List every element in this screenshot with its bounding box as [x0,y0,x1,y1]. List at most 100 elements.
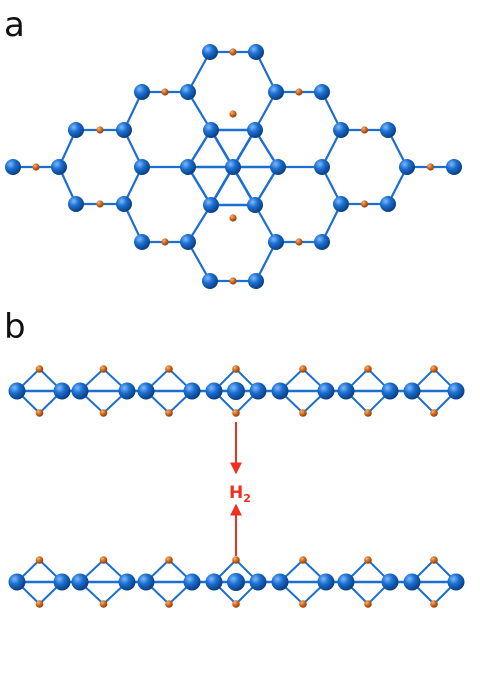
small-atom [295,88,303,96]
small-atom [229,277,237,285]
large-atom [202,273,218,289]
large-atom [53,573,71,591]
large-atom [202,44,218,60]
large-atom [317,382,335,400]
large-atom [247,122,263,138]
large-atom [118,382,136,400]
small-atom [430,600,438,608]
small-atom [99,409,108,417]
large-atom [268,84,284,100]
large-atom [317,573,335,591]
small-atom [165,409,173,417]
small-atom [161,238,169,246]
large-atom [5,159,21,175]
large-atom [314,84,330,100]
large-atom [134,159,150,175]
panel-a-top-view [5,44,462,289]
large-atom [333,196,349,212]
small-atom [430,556,438,564]
small-atom [232,600,240,608]
large-atom [180,159,196,175]
small-atom [232,365,240,373]
large-atom [227,382,245,400]
small-atom [364,556,372,564]
small-atom [299,556,307,564]
small-atom [96,200,104,208]
large-atom [227,573,245,591]
large-atom [134,84,150,100]
small-atom [232,556,240,564]
large-atom [205,573,223,591]
panel-a-label: a [4,5,25,45]
small-atom [96,126,104,134]
large-atom [203,197,219,213]
large-atom [446,159,462,175]
large-atom [249,573,267,591]
large-atom [116,196,132,212]
panel-b-label: b [4,307,26,347]
small-atom [165,556,173,564]
small-atom [165,365,173,373]
large-atom [225,159,241,175]
large-atom [399,159,415,175]
large-atom [337,382,355,400]
large-atom [333,122,349,138]
large-atom [314,234,330,250]
large-atom [137,573,155,591]
small-atom [229,48,237,56]
large-atom [180,234,196,250]
large-atom [248,44,264,60]
large-atom [71,573,89,591]
large-atom [137,382,155,400]
large-atom [8,573,26,591]
small-atom [229,214,237,222]
small-atom [99,600,108,608]
small-atom [35,600,44,608]
small-atom [99,365,108,373]
large-atom [381,382,399,400]
large-atom [68,122,84,138]
small-atom [232,409,240,417]
large-atom [271,382,289,400]
large-atom [403,382,421,400]
small-atom [430,365,438,373]
small-atom [229,110,237,118]
large-atom [270,159,286,175]
large-atom [337,573,355,591]
large-atom [314,159,330,175]
small-atom [99,556,108,564]
large-atom [271,573,289,591]
large-atom [51,159,67,175]
small-atom [360,200,369,208]
large-atom [403,573,421,591]
small-atom [165,600,173,608]
small-atom [364,409,372,417]
large-atom [71,382,89,400]
small-atom [364,600,372,608]
large-atom [380,196,396,212]
small-atom [299,409,307,417]
h2-label: H2 [229,483,251,505]
large-atom [180,84,196,100]
large-atom [205,382,223,400]
large-atom [53,382,71,400]
small-atom [360,126,369,134]
large-atom [203,122,219,138]
large-atom [8,382,26,400]
small-atom [426,163,435,171]
small-atom [430,409,438,417]
bottom-layer [8,556,465,608]
h2-subscript: 2 [243,492,251,505]
large-atom [183,382,201,400]
small-atom [35,556,44,564]
top-layer [8,365,465,417]
panel-a-large-atoms [5,44,462,289]
large-atom [116,122,132,138]
large-atom [248,273,264,289]
large-atom [381,573,399,591]
small-atom [364,365,372,373]
large-atom [118,573,136,591]
small-atom [295,238,303,246]
small-atom [161,88,169,96]
